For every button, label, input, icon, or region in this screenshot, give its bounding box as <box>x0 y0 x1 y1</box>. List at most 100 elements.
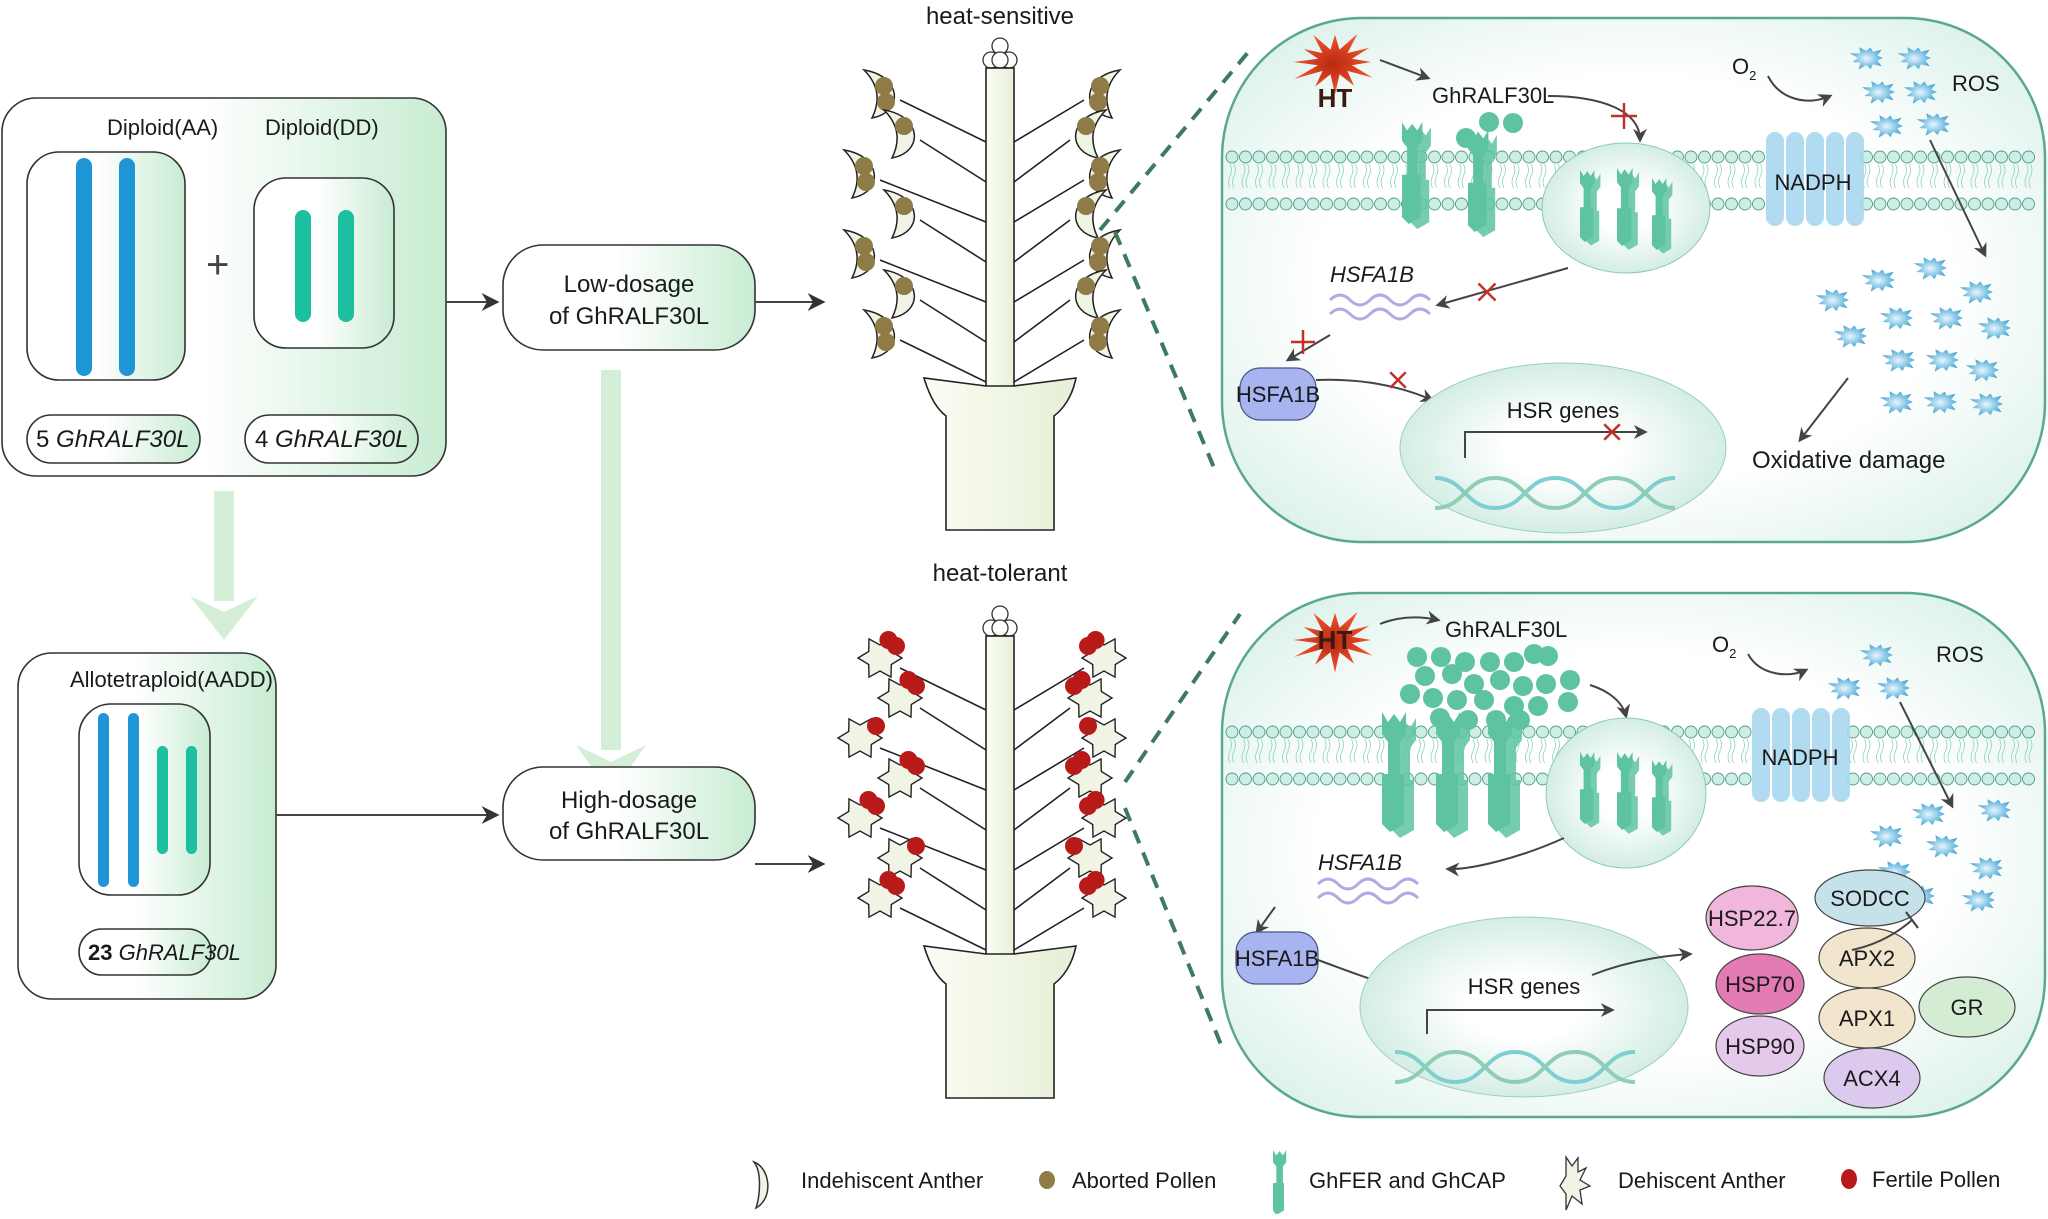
ros-molecule <box>1965 359 1999 382</box>
receptor-icon <box>1273 1150 1287 1215</box>
phospholipid-head <box>1549 150 1563 164</box>
hsfa1b-mrna-icon <box>1316 877 1420 905</box>
phospholipid-head <box>1954 772 1968 786</box>
protein-to-nucleus-arrow <box>1315 378 1435 402</box>
phospholipid-head <box>1738 772 1752 786</box>
filament <box>1013 747 1085 791</box>
filament <box>899 99 987 143</box>
ros-molecule <box>1959 281 1993 304</box>
lipid-tail <box>1309 163 1317 189</box>
nadph-subunit <box>1812 708 1830 802</box>
ligand-peptide <box>1528 696 1548 716</box>
aborted-pollen-icon <box>1039 1171 1055 1189</box>
dna-strand <box>1434 475 1676 511</box>
aborted-pollen <box>1091 157 1109 175</box>
diploid-dd-title: Diploid(DD) <box>265 115 379 140</box>
ros-molecule <box>1977 317 2011 340</box>
ligand-peptide <box>1415 666 1435 686</box>
aborted-pollen <box>875 317 893 335</box>
phospholipid-head <box>1536 150 1549 164</box>
lipid-tail <box>1484 738 1493 764</box>
phospholipid-head <box>1738 725 1752 739</box>
protein-hsp90: HSP90 <box>1715 1015 1805 1077</box>
ligand-peptide <box>1464 674 1484 694</box>
legend-label: Dehiscent Anther <box>1618 1168 1786 1193</box>
ligand-peptide <box>1560 670 1580 690</box>
filament <box>919 707 987 751</box>
fertile-pollen <box>1065 837 1083 855</box>
aborted-pollen <box>1089 173 1107 191</box>
blocked-icon <box>1611 103 1637 129</box>
filament <box>1013 707 1071 751</box>
heat-sensitive-cell: HT GhRALF30L NADPH O2 ROS Oxidative dama… <box>1220 16 2047 544</box>
fertile-pollen <box>1086 871 1105 889</box>
chromosome-a1 <box>76 158 92 376</box>
phospholipid-head <box>1698 725 1711 739</box>
phospholipid-head <box>1347 197 1360 211</box>
phospholipid-head <box>1711 725 1725 739</box>
lipid-tail <box>1322 163 1331 189</box>
phospholipid-head <box>1239 772 1252 786</box>
protein-gr: GR <box>1918 976 2016 1038</box>
aborted-pollen <box>877 333 895 351</box>
ros-molecule <box>1869 825 1903 848</box>
protein-sodcc: SODCC <box>1814 869 1926 927</box>
phospholipid-head <box>1968 725 1981 739</box>
ros-molecule <box>1925 349 1959 372</box>
ros-molecule <box>1923 391 1957 414</box>
phospholipid-head <box>1887 772 1900 786</box>
hsfa1b-protein-label: HSFA1B <box>1235 946 1319 971</box>
ros-to-damage-arrow <box>1798 377 1849 443</box>
lipid-tail <box>1903 163 1911 189</box>
lipid-tail <box>1349 163 1358 189</box>
filament <box>919 867 987 911</box>
nucleus <box>1359 916 1689 1098</box>
lipid-tail <box>1970 738 1979 764</box>
chromosome-a2 <box>128 713 139 887</box>
filament <box>1013 299 1071 343</box>
ros-molecule <box>1869 115 1903 138</box>
lipid-tail <box>1282 738 1290 764</box>
phospholipid-head <box>1995 725 2008 739</box>
indehiscent-anther <box>881 188 916 240</box>
legend-label: Fertile Pollen <box>1872 1167 2000 1192</box>
phospholipid-head <box>1279 197 1293 211</box>
lipid-tail <box>2011 163 2019 189</box>
phospholipid-head <box>2008 725 2022 739</box>
lipid-tail <box>1997 163 2006 189</box>
phospholipid-head <box>1522 197 1536 211</box>
phospholipid-head <box>2008 772 2022 786</box>
protein-ellipse <box>1715 1015 1805 1077</box>
lipid-tail <box>1957 738 1965 764</box>
ligand-peptide <box>1442 664 1462 684</box>
fertile-pollen <box>1079 717 1097 735</box>
phospholipid-head <box>1266 772 1279 786</box>
filament <box>1013 219 1071 263</box>
aborted-pollen <box>1089 93 1107 111</box>
phospholipid-head <box>1995 197 2008 211</box>
indehiscent-anther <box>1074 268 1109 320</box>
legend-item-dehiscent-anther: Dehiscent Anther <box>1559 1154 1786 1211</box>
phospholipid-head <box>1995 772 2008 786</box>
ros-cluster <box>1849 47 1950 138</box>
phospholipid-head <box>1698 150 1711 164</box>
lipid-tail <box>1471 738 1479 764</box>
ros-molecule <box>1969 857 2003 880</box>
ligand-peptide <box>1458 710 1478 730</box>
ros-molecule <box>1876 677 1910 700</box>
lipid-tail <box>1714 738 1722 764</box>
lipid-tail <box>1322 738 1331 764</box>
phospholipid-head <box>1428 197 1441 211</box>
phospholipid-head <box>1711 150 1725 164</box>
aborted-pollen <box>1077 117 1095 135</box>
phospholipid-head <box>1306 772 1320 786</box>
blocked-icon <box>1291 330 1315 354</box>
ros-molecule <box>1859 644 1893 667</box>
ros-molecule <box>1879 391 1913 414</box>
phospholipid-head <box>1333 725 1347 739</box>
mrna-strand <box>1316 891 1420 905</box>
lipid-tail <box>1241 738 1250 764</box>
stigma-icon <box>991 51 1009 69</box>
phospholipid-head <box>1995 150 2008 164</box>
phospholipid-head <box>1711 772 1725 786</box>
